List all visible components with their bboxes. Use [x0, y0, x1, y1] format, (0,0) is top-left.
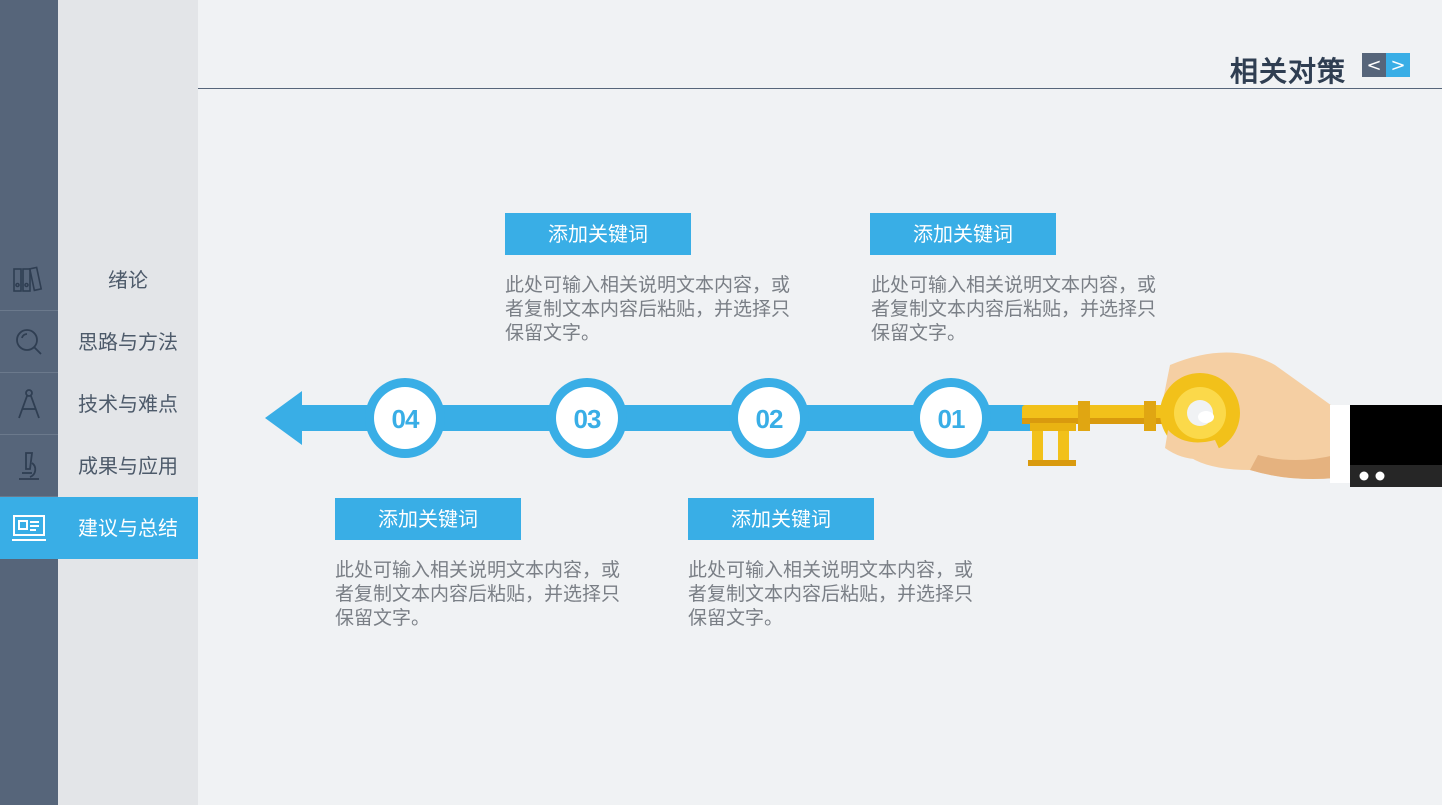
step-circle-02: 02	[729, 378, 809, 458]
step-description-03: 此处可输入相关说明文本内容，或者复制文本内容后粘贴，并选择只保留文字。	[505, 274, 791, 344]
nav-column	[58, 0, 198, 805]
title-divider	[198, 88, 1442, 89]
sidebar-item-label: 建议与总结	[78, 516, 178, 540]
page-title: 相关对策	[1229, 55, 1346, 88]
keyword-label-01: 添加关键词	[870, 213, 1056, 255]
step-number-04: 04	[392, 404, 420, 434]
sidebar-item-label: 思路与方法	[78, 330, 178, 354]
step-number-03: 03	[574, 404, 601, 434]
sidebar-item-techniques[interactable]: 技术与难点	[0, 373, 198, 435]
step-description-02: 此处可输入相关说明文本内容，或者复制文本内容后粘贴，并选择只保留文字。	[688, 559, 974, 629]
sidebar-item-results[interactable]: 成果与应用	[0, 435, 198, 497]
binders-icon	[0, 249, 58, 311]
prev-button[interactable]: <	[1362, 53, 1386, 77]
sidebar-item-methods[interactable]: 思路与方法	[0, 311, 198, 373]
sidebar-item-summary[interactable]: 建议与总结	[0, 497, 198, 559]
icon-bar	[0, 0, 58, 805]
step-number-01: 01	[938, 404, 965, 434]
next-button[interactable]: >	[1386, 53, 1410, 77]
step-circle-04: 04	[365, 378, 445, 458]
monitor-icon	[0, 497, 58, 559]
timeline-arrow	[265, 391, 1040, 445]
sidebar-item-label: 技术与难点	[78, 392, 178, 416]
magnifier-icon	[0, 311, 58, 373]
keyword-label-02: 添加关键词	[688, 498, 874, 540]
video-controls	[1350, 465, 1442, 487]
hand-with-key-illustration	[1022, 352, 1352, 483]
keyword-label-03: 添加关键词	[505, 213, 691, 255]
sidebar-item-intro[interactable]: 绪论	[0, 249, 198, 311]
step-circle-01: 01	[911, 378, 991, 458]
sidebar-item-label: 绪论	[108, 268, 148, 292]
step-description-01: 此处可输入相关说明文本内容，或者复制文本内容后粘贴，并选择只保留文字。	[871, 274, 1157, 344]
step-circle-03: 03	[547, 378, 627, 458]
compass-icon	[0, 373, 58, 435]
video-thumbnail[interactable]	[1350, 405, 1442, 487]
step-description-04: 此处可输入相关说明文本内容，或者复制文本内容后粘贴，并选择只保留文字。	[335, 559, 621, 629]
keyword-label-04: 添加关键词	[335, 498, 521, 540]
microscope-icon	[0, 435, 58, 497]
step-number-02: 02	[756, 404, 783, 434]
playback-icon	[1359, 471, 1385, 481]
sidebar-item-label: 成果与应用	[78, 454, 178, 478]
